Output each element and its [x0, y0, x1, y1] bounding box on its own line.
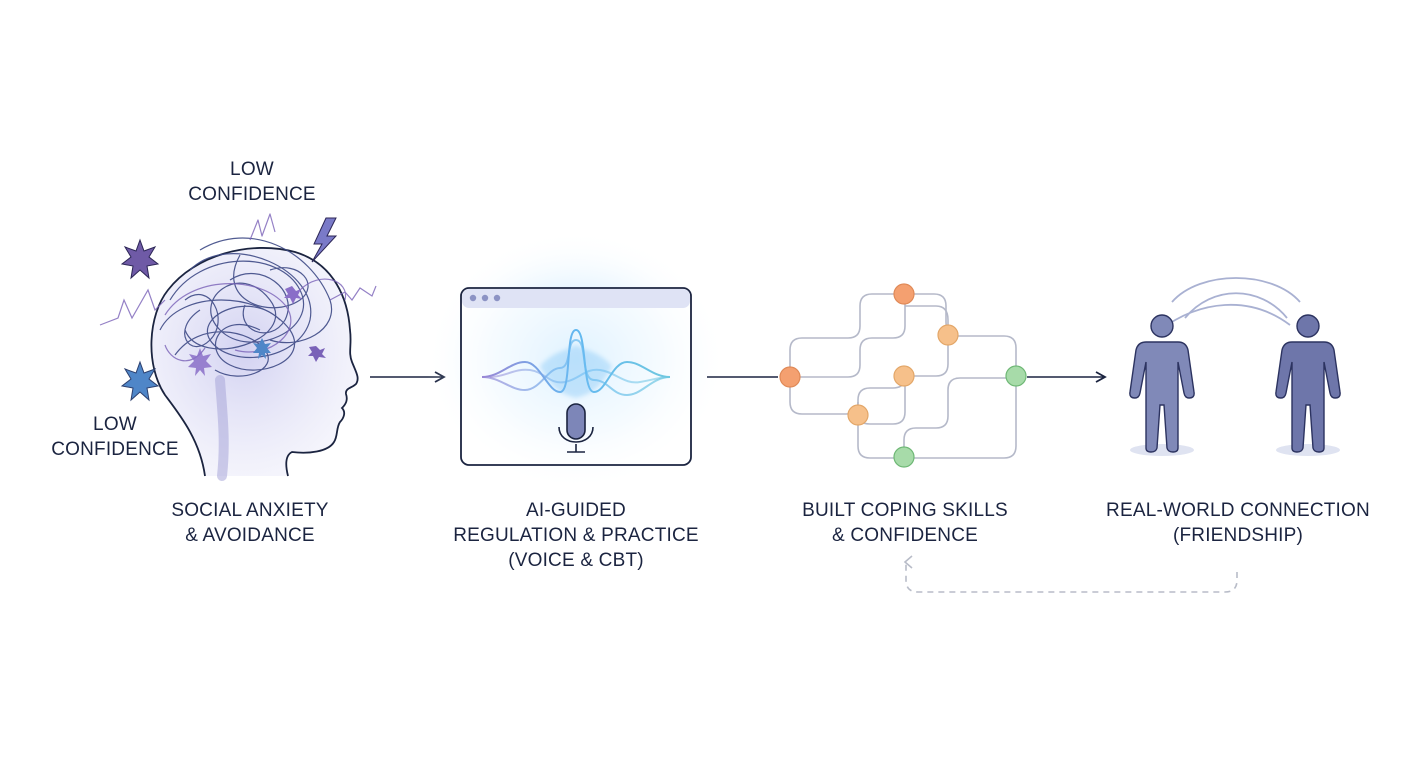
low-confidence-label-left: LOW CONFIDENCE: [51, 414, 179, 460]
step-4-label: REAL-WORLD CONNECTION (FRIENDSHIP): [1106, 500, 1370, 546]
feedback-arrow: [903, 555, 1238, 593]
microphone-icon: [558, 403, 594, 453]
step-1-label: SOCIAL ANXIETY & AVOIDANCE: [171, 500, 329, 546]
step-3-label: BUILT COPING SKILLS & CONFIDENCE: [802, 500, 1008, 546]
brain-head-icon: [99, 213, 377, 481]
two-people-icon: [1129, 277, 1341, 456]
low-confidence-label-top: LOW CONFIDENCE: [188, 159, 316, 205]
step-2-label: AI-GUIDED REGULATION & PRACTICE (VOICE &…: [453, 500, 699, 571]
node-network-icon: [779, 283, 1027, 468]
speech-wave-window-icon: [426, 230, 726, 490]
